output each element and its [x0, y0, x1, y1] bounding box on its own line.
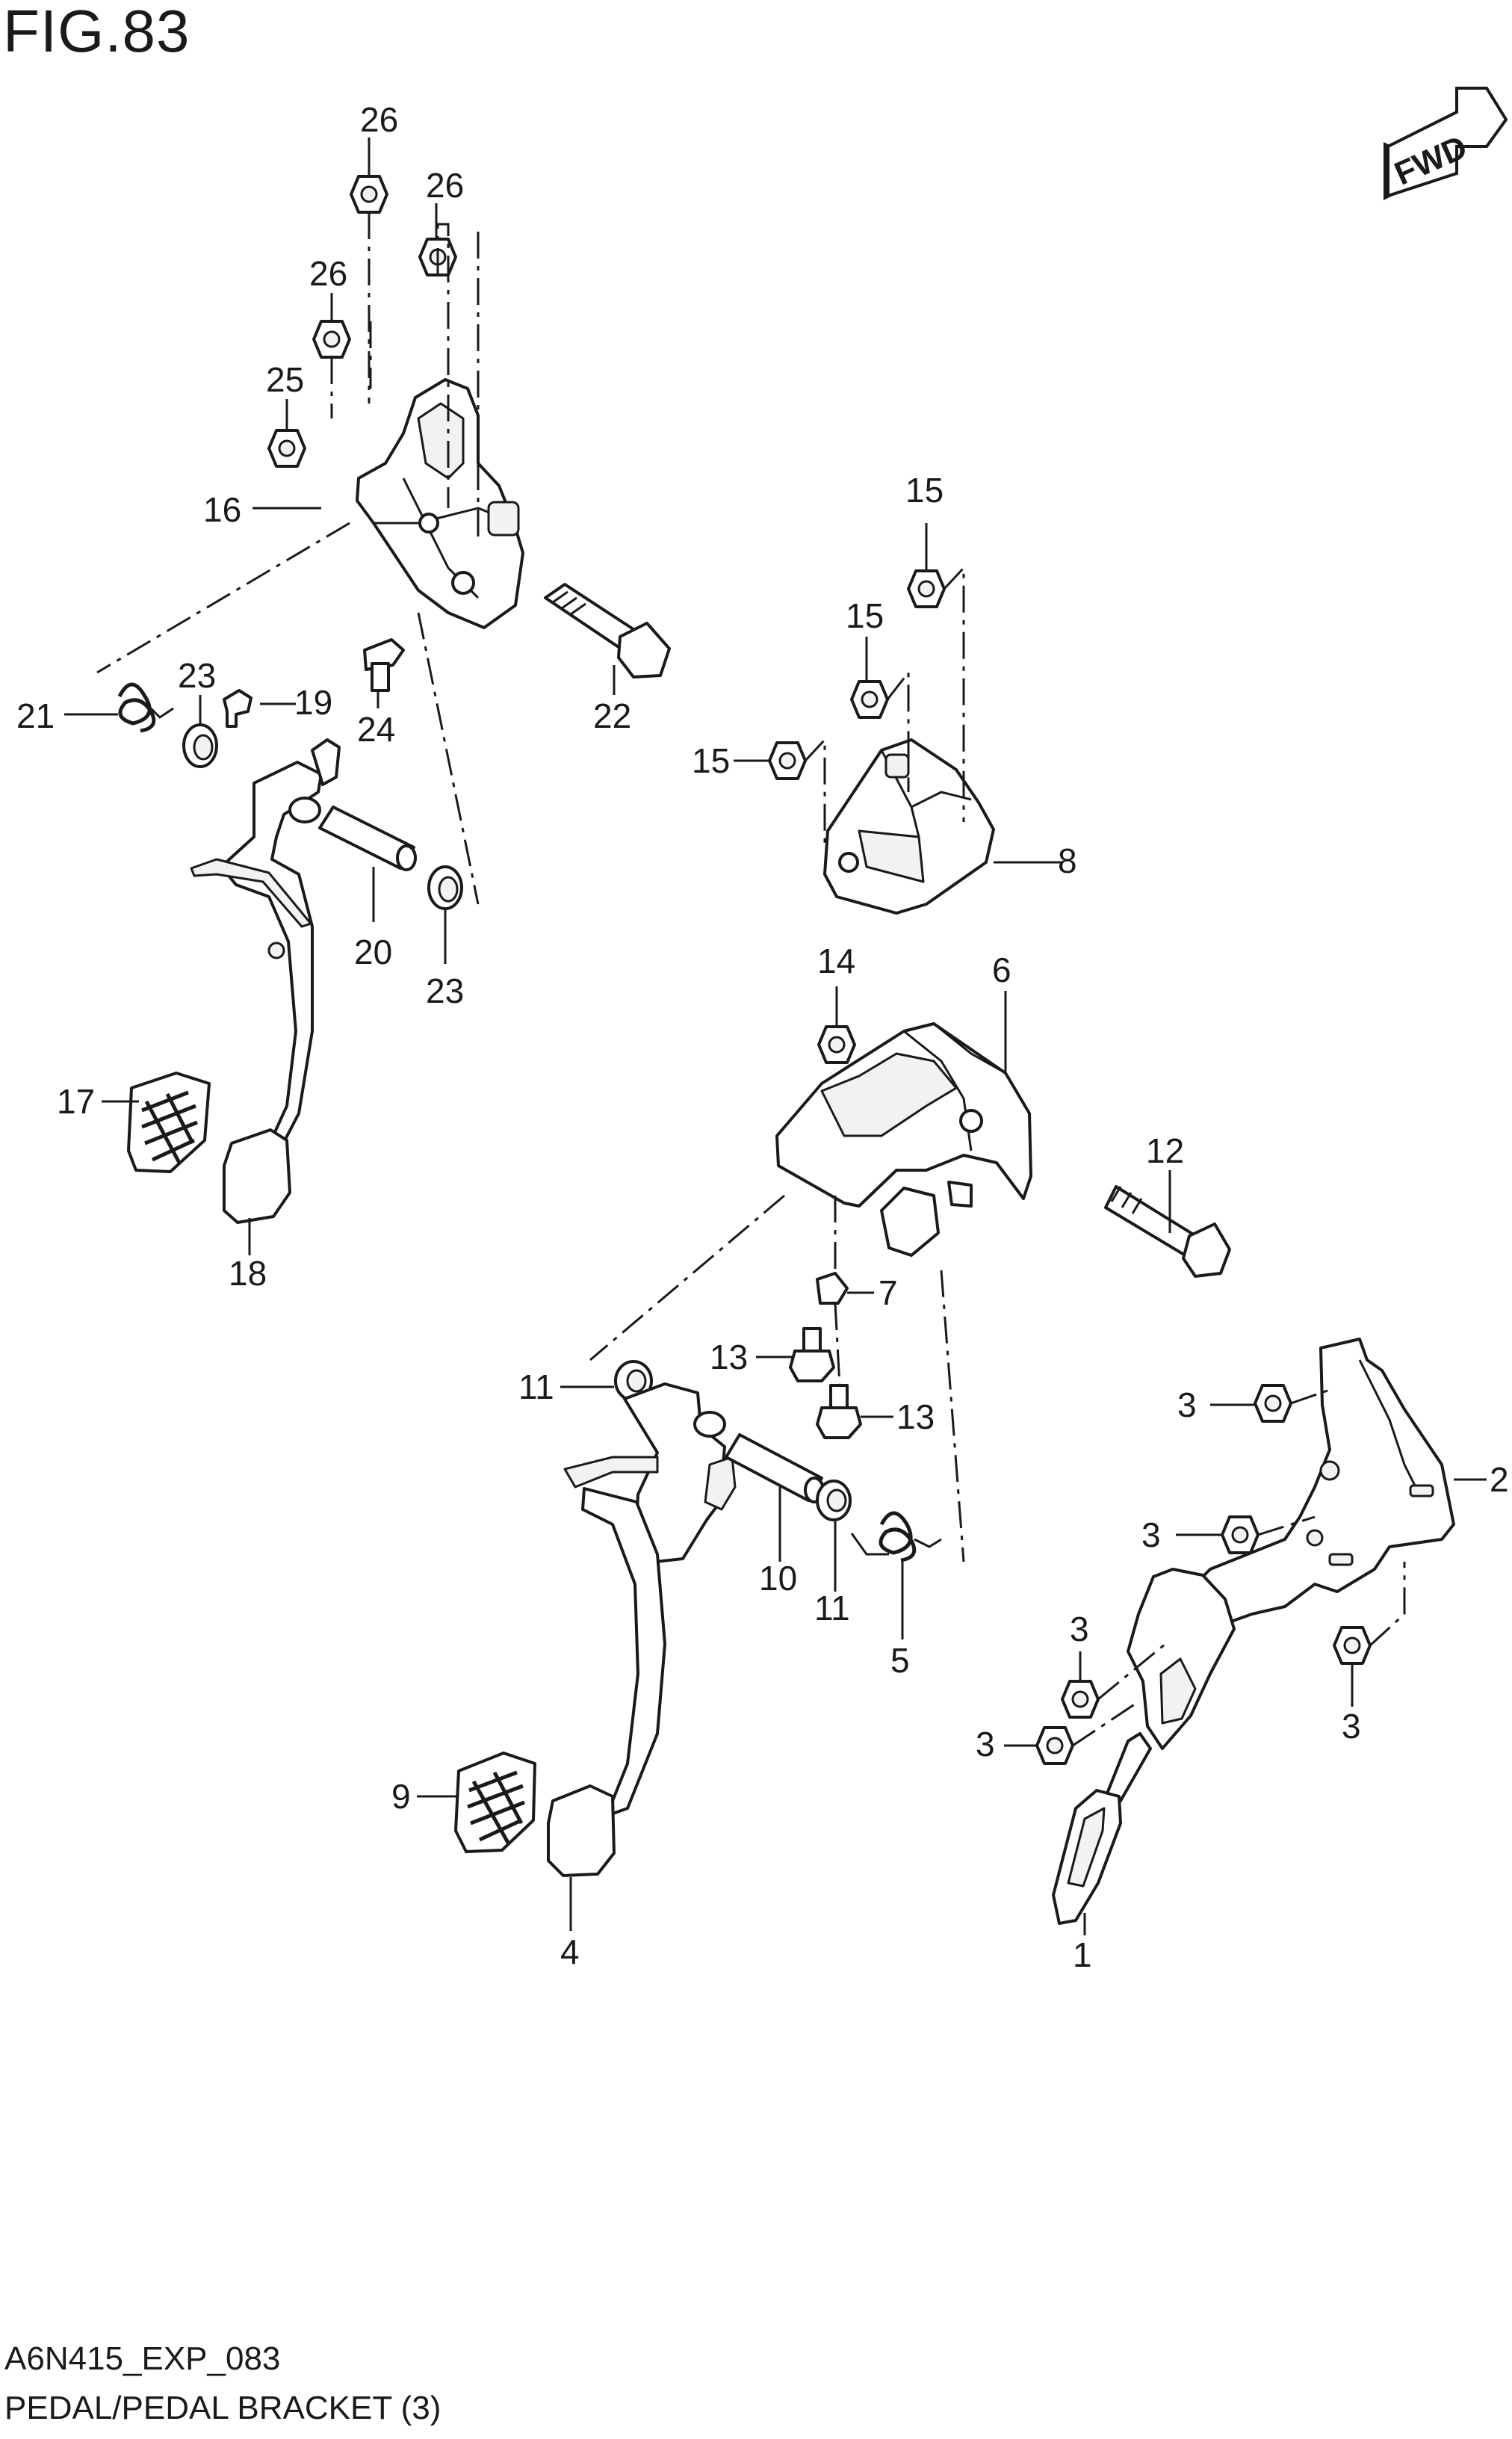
callout-3-c: 3 [1070, 1610, 1089, 1648]
bracket-2 [1186, 1338, 1455, 1630]
bracket-6 [775, 1022, 1032, 1257]
callout-26-b: 26 [426, 166, 464, 205]
pedal-arm-18 [190, 738, 341, 1149]
callout-11-b: 11 [814, 1589, 850, 1627]
clip-7 [816, 1272, 849, 1305]
callout-3-a: 3 [1177, 1385, 1197, 1424]
callout-13-a: 13 [710, 1338, 748, 1376]
pedal-pad-cover-9 [454, 1752, 536, 1853]
leader-lines [64, 137, 1487, 1935]
nut-14 [817, 1025, 856, 1064]
nut-15-b [850, 680, 889, 719]
pedal-pad-cover-17 [127, 1072, 211, 1173]
callout-3-b: 3 [1141, 1515, 1161, 1554]
nut-3-e [1333, 1626, 1372, 1665]
pedal-pad-4 [547, 1784, 616, 1877]
bolt-12 [1104, 1185, 1231, 1278]
figure-caption: PEDAL/PEDAL BRACKET (3) [4, 2390, 441, 2426]
spring-21 [117, 682, 174, 733]
callout-18: 18 [229, 1254, 267, 1293]
callout-11-a: 11 [518, 1367, 554, 1406]
assembly-lines [96, 212, 1406, 1747]
callout-15-c: 15 [692, 741, 730, 780]
nut-26-a [350, 175, 388, 214]
nut-25 [267, 429, 306, 468]
bushing-11-b [816, 1480, 852, 1521]
figure-title: FIG.83 [3, 0, 190, 64]
nut-3-b [1221, 1515, 1260, 1554]
bracket-8 [823, 738, 995, 915]
callout-24: 24 [357, 710, 395, 749]
pedal-arm-4 [563, 1382, 737, 1817]
callout-23-b: 23 [426, 971, 464, 1010]
screw-13-b [816, 1384, 862, 1439]
callout-21: 21 [16, 696, 55, 735]
callout-15-b: 15 [846, 596, 884, 635]
callout-22: 22 [593, 696, 631, 735]
callout-9: 9 [391, 1777, 411, 1816]
bolt-24 [363, 638, 405, 692]
bushing-23-b [427, 865, 463, 910]
callout-3-d: 3 [976, 1725, 995, 1763]
nut-15-a [907, 569, 946, 608]
return-spring-5 [850, 1511, 942, 1562]
upper-bracket-16 [356, 378, 524, 629]
screw-13-a [789, 1327, 835, 1382]
callout-20: 20 [354, 933, 392, 971]
callout-16: 16 [203, 490, 241, 529]
bolt-22 [544, 583, 671, 678]
callout-14: 14 [817, 942, 855, 980]
callout-15-a: 15 [905, 471, 944, 510]
callout-7: 7 [879, 1273, 898, 1312]
callout-8: 8 [1058, 841, 1077, 880]
callout-23-a: 23 [178, 656, 216, 695]
pivot-pin-20 [318, 806, 417, 871]
callout-26-a: 26 [360, 100, 398, 139]
callout-10: 10 [759, 1559, 797, 1598]
nut-3-c [1061, 1680, 1100, 1719]
nut-15-c [768, 741, 807, 780]
pedal-pad-18 [223, 1128, 291, 1224]
bushing-23-a [182, 723, 218, 768]
pivot-pin-10 [725, 1433, 825, 1503]
callout-19: 19 [294, 683, 332, 722]
fwd-arrow-icon: FWD [1384, 87, 1508, 200]
nut-3-d [1035, 1726, 1074, 1765]
callout-17: 17 [57, 1082, 95, 1121]
callout-2: 2 [1490, 1460, 1509, 1499]
callout-6: 6 [992, 950, 1011, 989]
stopper-19 [223, 689, 252, 728]
callout-3-e: 3 [1342, 1707, 1361, 1746]
callout-5: 5 [890, 1641, 910, 1680]
nut-26-c [312, 320, 351, 359]
callout-26-c: 26 [309, 254, 347, 293]
callout-1: 1 [1073, 1935, 1092, 1974]
callout-25: 25 [266, 360, 304, 399]
callout-labels: 26 26 26 25 16 21 23 19 24 22 20 23 17 1… [16, 100, 1509, 1974]
figure-code: A6N415_EXP_083 [4, 2340, 281, 2377]
callout-12: 12 [1146, 1131, 1184, 1170]
callout-13-b: 13 [896, 1397, 935, 1436]
nut-3-a [1254, 1384, 1292, 1423]
accelerator-pedal-1 [1052, 1568, 1236, 1925]
callout-4: 4 [560, 1932, 580, 1971]
